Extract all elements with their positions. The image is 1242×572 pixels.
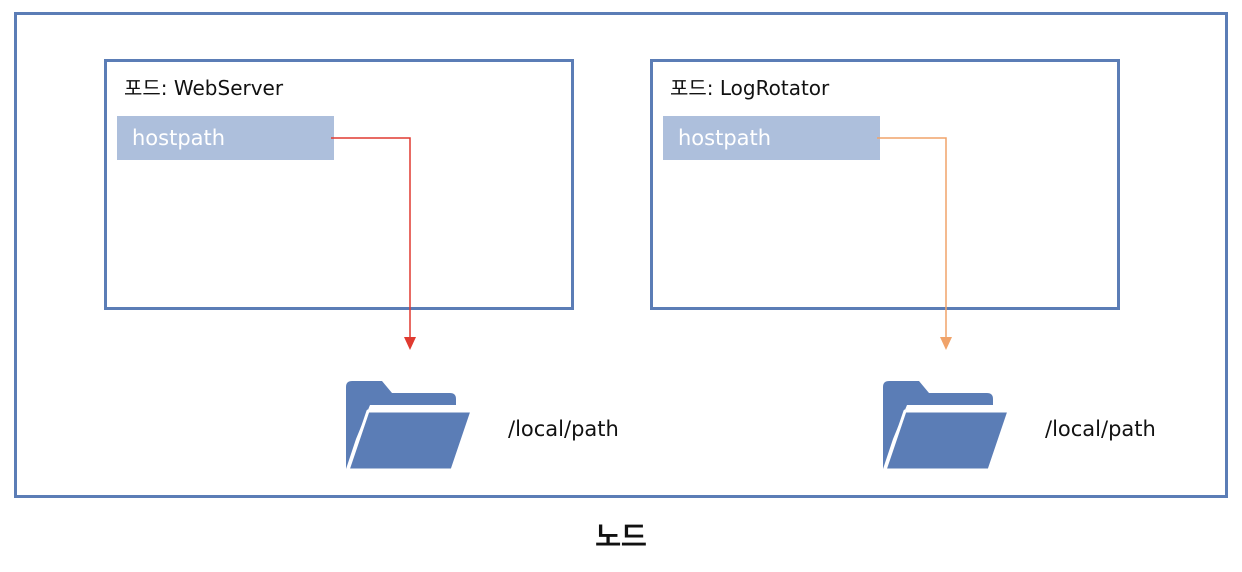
pod-webserver: 포드: WebServer hostpath [104, 59, 574, 310]
folder-icon [346, 381, 474, 472]
hostpath-volume: hostpath [117, 116, 334, 160]
pod-title: 포드: WebServer [124, 76, 284, 100]
mount-arrow-right [877, 137, 952, 350]
node-box [14, 12, 1228, 498]
mount-arrow-left [331, 137, 416, 350]
host-path-label: /local/path [1045, 417, 1156, 441]
pod-title: 포드: LogRotator [670, 76, 830, 100]
host-path-label: /local/path [508, 417, 619, 441]
hostpath-volume: hostpath [663, 116, 880, 160]
pod-logrotator: 포드: LogRotator hostpath [650, 59, 1120, 310]
folder-icon [883, 381, 1011, 472]
node-label: 노드 [595, 520, 647, 553]
